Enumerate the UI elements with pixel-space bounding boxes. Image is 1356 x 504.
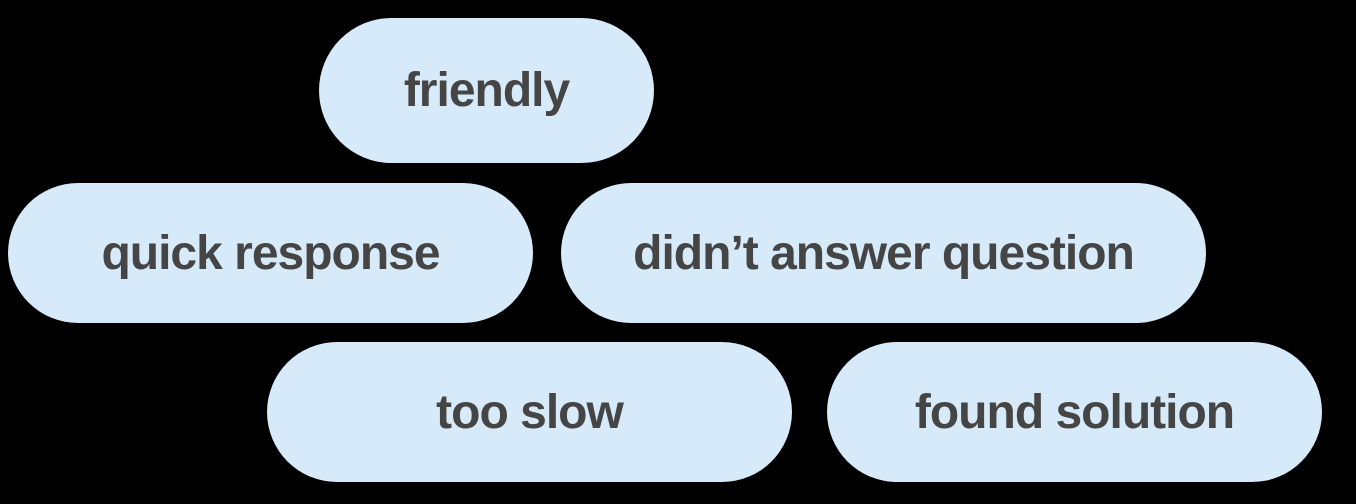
tag-chip-didnt-answer-question[interactable]: didn’t answer question [561,183,1206,323]
tag-chip-too-slow[interactable]: too slow [267,342,792,482]
tag-chip-friendly[interactable]: friendly [319,18,654,163]
tag-chip-quick-response[interactable]: quick response [8,183,533,323]
tag-chip-found-solution[interactable]: found solution [827,342,1322,482]
